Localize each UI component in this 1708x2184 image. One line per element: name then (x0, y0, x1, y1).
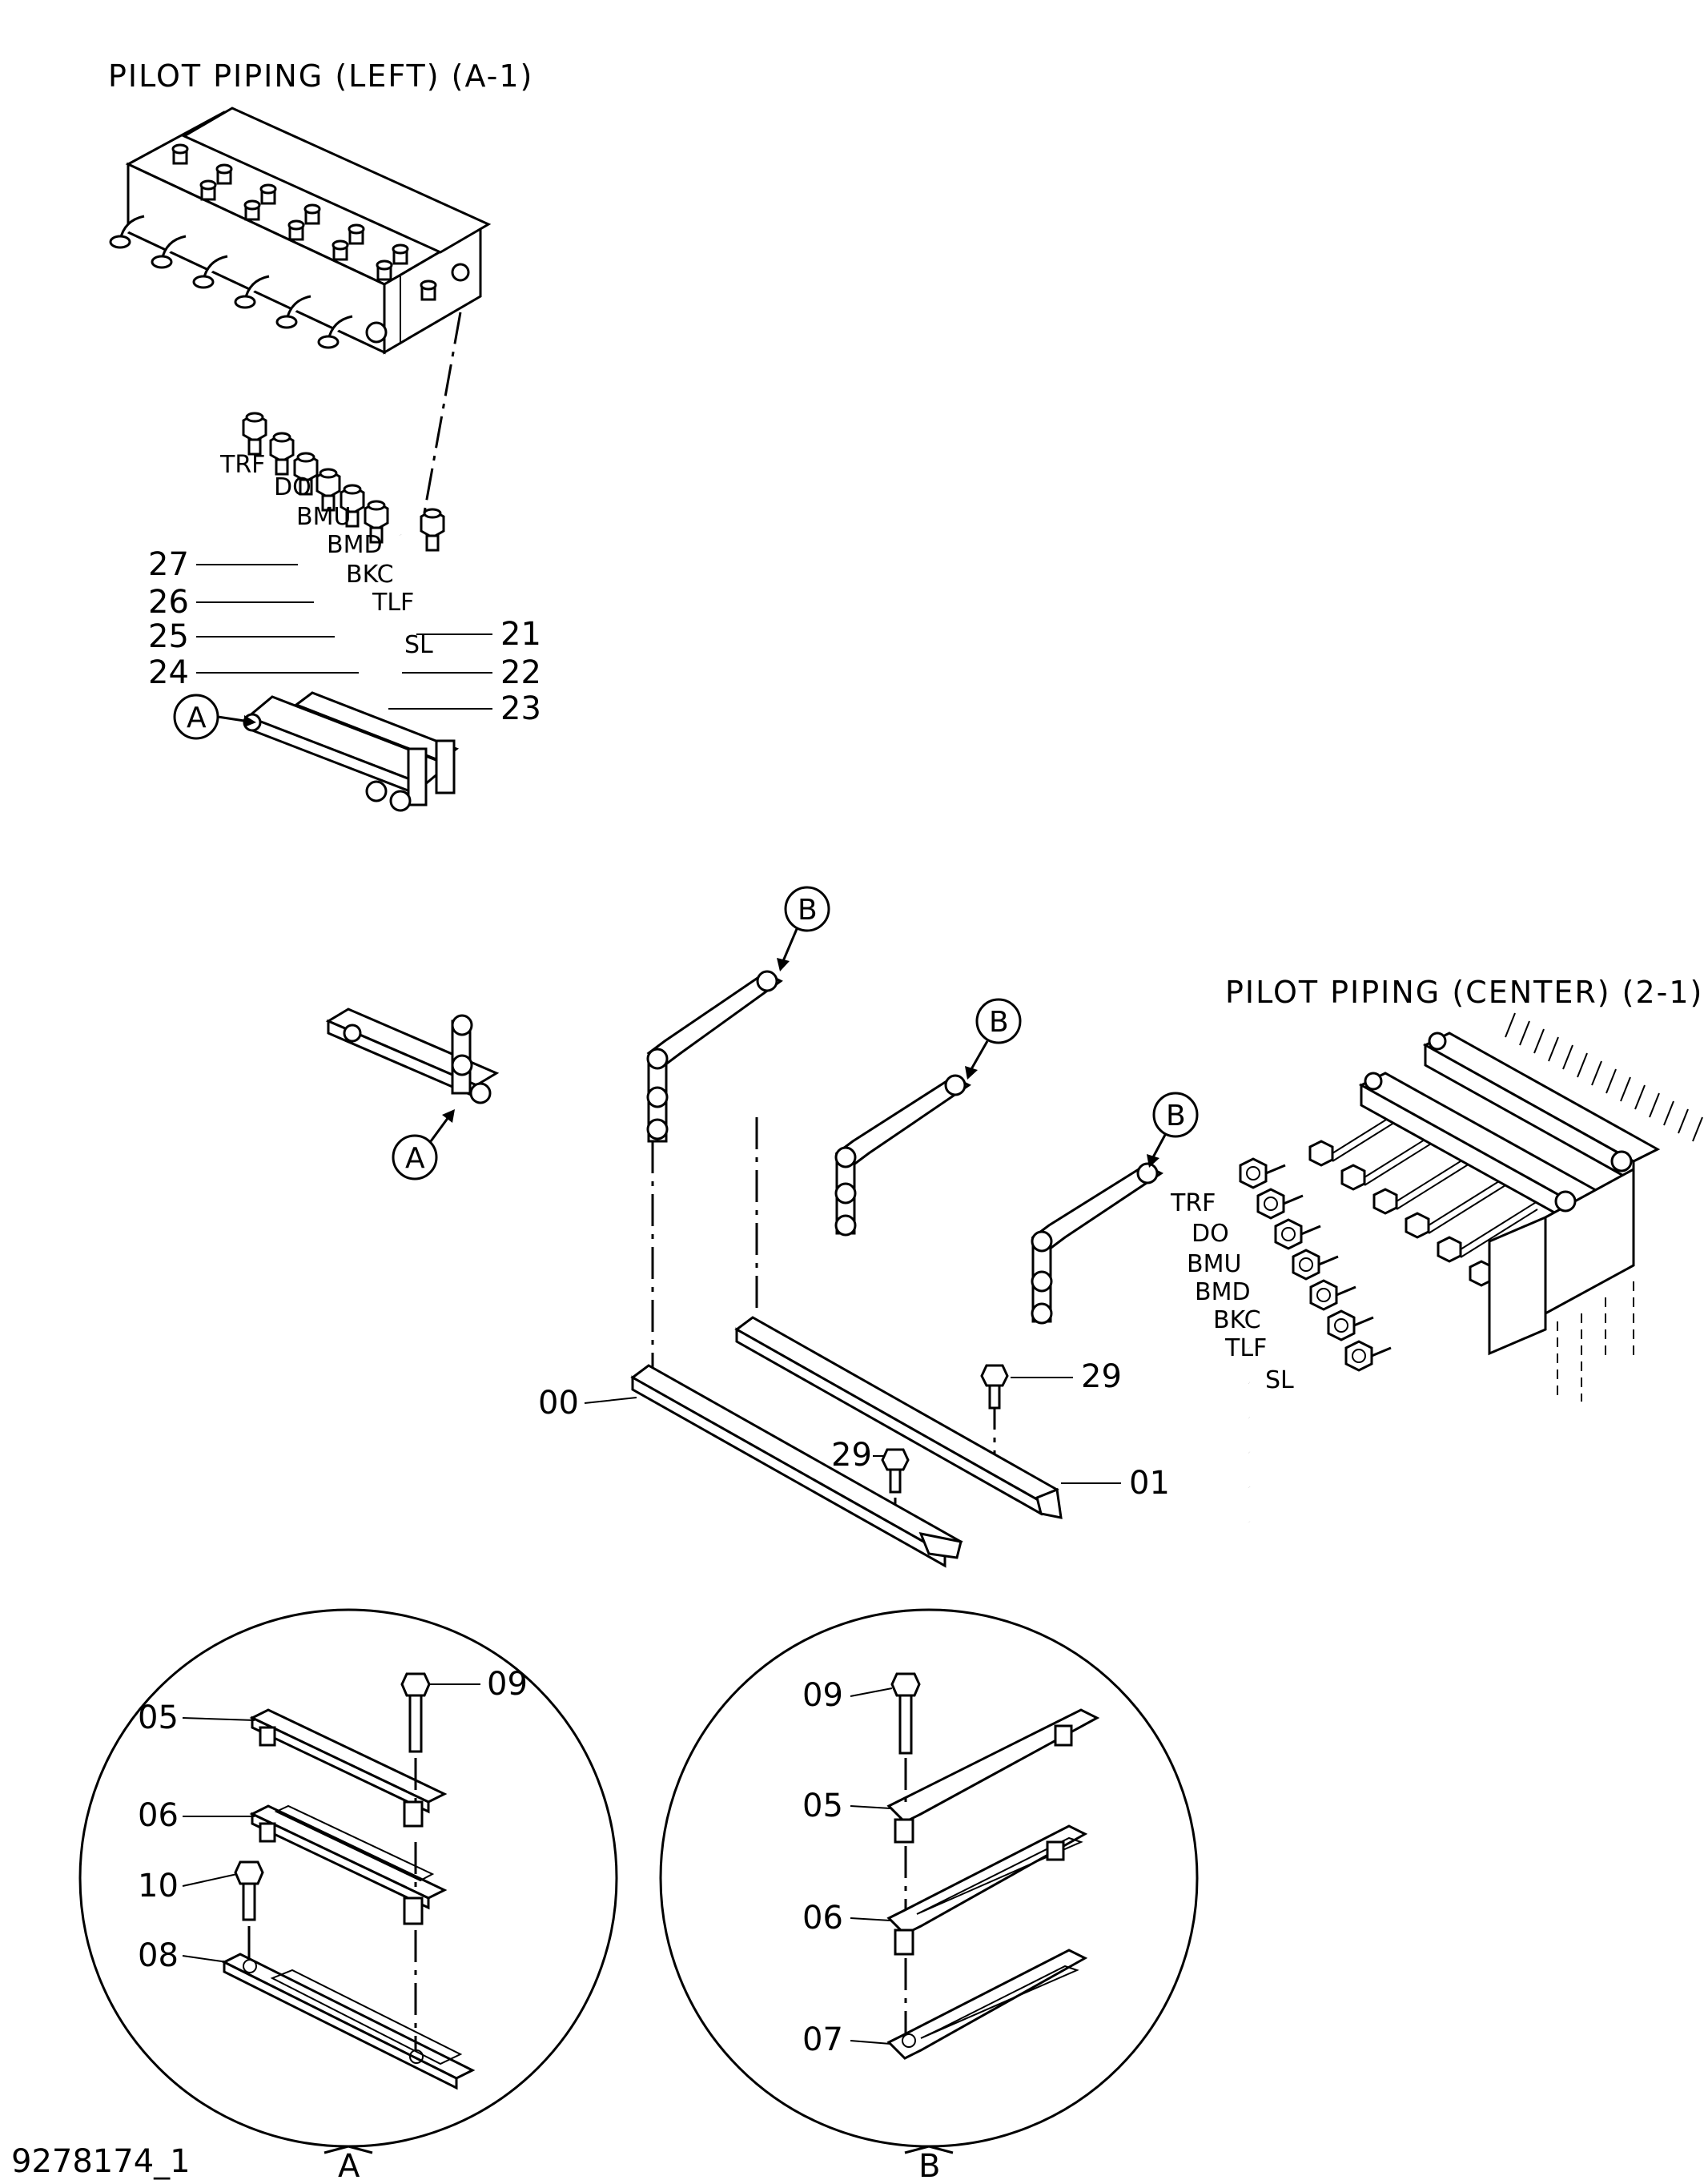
part-number-a-05: 05 (138, 1699, 179, 1736)
callout-b-3: B (1147, 1092, 1199, 1168)
port-tag-tlf-left: TLF (372, 589, 414, 617)
bolt-29a (980, 1364, 1009, 1410)
port-tag-do-left: DO (274, 473, 311, 501)
part-number-26: 26 (148, 584, 189, 621)
port-tag-bkc-right: BKC (1213, 1306, 1261, 1334)
port-tag-trf-left: TRF (219, 451, 265, 479)
title-pilot-piping-center: PILOT PIPING (CENTER) (2-1) (1225, 975, 1703, 1010)
port-tags-left: TRF DO BMU BMD BKC TLF SL (219, 451, 433, 659)
port-tag-bmd-right: BMD (1195, 1278, 1251, 1306)
callout-a-top: A (173, 694, 256, 740)
pilot-block-center (1358, 1012, 1703, 1402)
part-number-b-07: 07 (802, 2021, 843, 2058)
part-number-00: 00 (538, 1385, 579, 1422)
clamp-a-top (243, 691, 460, 812)
port-tag-sl-left: SL (404, 631, 433, 659)
svg-text:B: B (1166, 1100, 1186, 1132)
svg-text:B: B (989, 1006, 1009, 1039)
part-number-a-09: 09 (487, 1666, 528, 1703)
callout-b-2: B (965, 998, 1022, 1080)
port-tag-bkc-left: BKC (346, 561, 394, 589)
part-number-a-08: 08 (138, 1937, 179, 1974)
pilot-valve-block-left (109, 107, 492, 355)
part-number-21: 21 (500, 616, 541, 653)
part-number-01: 01 (1129, 1465, 1170, 1502)
part-number-a-06: 06 (138, 1797, 179, 1834)
clamp-b-2 (834, 1074, 971, 1237)
hose-fittings-left (242, 412, 445, 552)
port-tag-tlf-right: TLF (1224, 1334, 1267, 1362)
pilot-hose-bundle (252, 448, 1252, 1523)
clamp-b-1 (646, 970, 783, 1143)
port-tag-trf-right: TRF (1170, 1189, 1216, 1217)
port-tag-do-right: DO (1192, 1220, 1229, 1248)
detail-view-a (78, 1608, 618, 2154)
svg-text:A: A (187, 702, 207, 734)
part-number-23: 23 (500, 690, 541, 727)
part-number-a-10: 10 (138, 1868, 179, 1904)
bracket-01 (734, 1316, 1063, 1519)
part-number-25: 25 (148, 618, 189, 655)
part-number-b-05: 05 (802, 1788, 843, 1824)
detail-view-b (659, 1608, 1199, 2154)
callout-a-bottom: A (392, 1109, 455, 1180)
port-tags-right: TRF DO BMU BMD BKC TLF SL (1170, 1189, 1294, 1394)
callout-b-1: B (777, 886, 830, 971)
drawing-number: 9278174_1 (11, 2143, 191, 2180)
clamp-a-bottom (325, 1008, 500, 1104)
leader-dashed-block (423, 312, 462, 513)
part-number-29b: 29 (831, 1437, 872, 1474)
part-number-b-06: 06 (802, 1900, 843, 1937)
clamp-b-3 (1031, 1162, 1163, 1325)
bolt-29b (881, 1448, 910, 1494)
port-tag-bmu-left: BMU (296, 503, 351, 531)
part-number-27: 27 (148, 546, 189, 583)
part-number-22: 22 (500, 654, 541, 691)
detail-label-a: A (338, 2148, 360, 2184)
part-number-24: 24 (148, 654, 189, 691)
port-tag-bmu-right: BMU (1187, 1250, 1241, 1278)
leaders-hoses-left (196, 564, 492, 710)
svg-text:A: A (405, 1142, 425, 1175)
part-number-29a: 29 (1081, 1358, 1122, 1395)
bracket-00 (630, 1364, 963, 1568)
title-pilot-piping-left: PILOT PIPING (LEFT) (A-1) (108, 58, 533, 94)
svg-text:B: B (798, 894, 818, 927)
port-tag-sl-right: SL (1265, 1366, 1294, 1394)
part-number-b-09: 09 (802, 1677, 843, 1714)
port-tag-bmd-left: BMD (327, 531, 383, 559)
detail-label-b: B (918, 2148, 940, 2184)
